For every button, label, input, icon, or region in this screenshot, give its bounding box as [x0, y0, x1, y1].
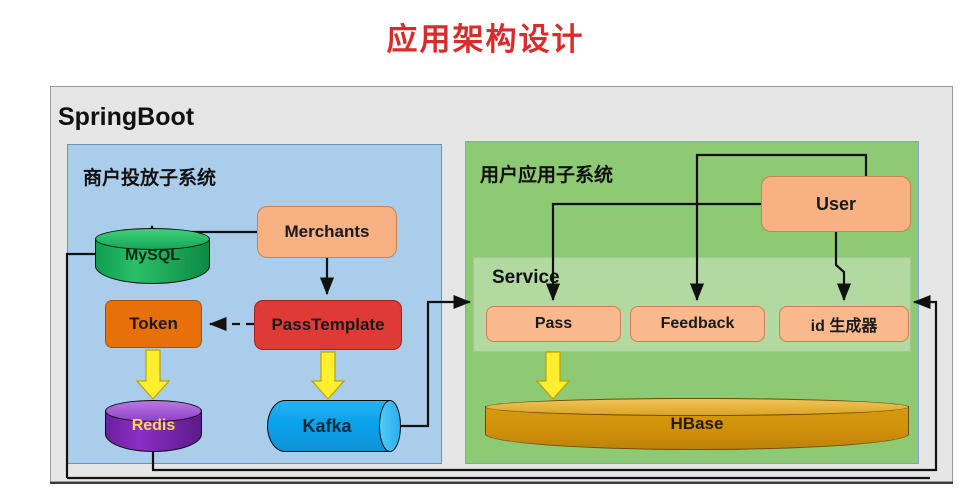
redis-label: Redis	[131, 417, 176, 434]
kafka-cylinder-cap	[379, 400, 401, 452]
service-id-generator[interactable]: id 生成器	[779, 306, 909, 342]
node-token[interactable]: Token	[105, 300, 202, 348]
hbase-label: HBase	[670, 414, 724, 433]
page-title: 应用架构设计	[386, 22, 585, 58]
node-passtemplate[interactable]: PassTemplate	[254, 300, 402, 350]
node-mysql[interactable]: MySQL	[95, 228, 210, 284]
service-group-label: Service	[492, 267, 560, 288]
springboot-label: SpringBoot	[58, 103, 195, 131]
node-hbase[interactable]: HBase	[485, 398, 909, 450]
node-merchants[interactable]: Merchants	[257, 206, 397, 258]
node-redis[interactable]: Redis	[105, 400, 202, 452]
hbase-cylinder-top	[485, 398, 909, 416]
service-feedback[interactable]: Feedback	[630, 306, 765, 342]
redis-cylinder-top	[105, 400, 202, 422]
node-user[interactable]: User	[761, 176, 911, 232]
service-pass[interactable]: Pass	[486, 306, 621, 342]
mysql-label: MySQL	[124, 247, 181, 264]
kafka-cylinder-body	[267, 400, 390, 452]
user-subsystem-title: 用户应用子系统	[480, 165, 614, 186]
merchant-subsystem-title: 商户投放子系统	[83, 168, 217, 189]
node-kafka[interactable]: Kafka	[267, 400, 401, 452]
kafka-label: Kafka	[302, 415, 352, 436]
mysql-cylinder-top	[95, 228, 210, 250]
